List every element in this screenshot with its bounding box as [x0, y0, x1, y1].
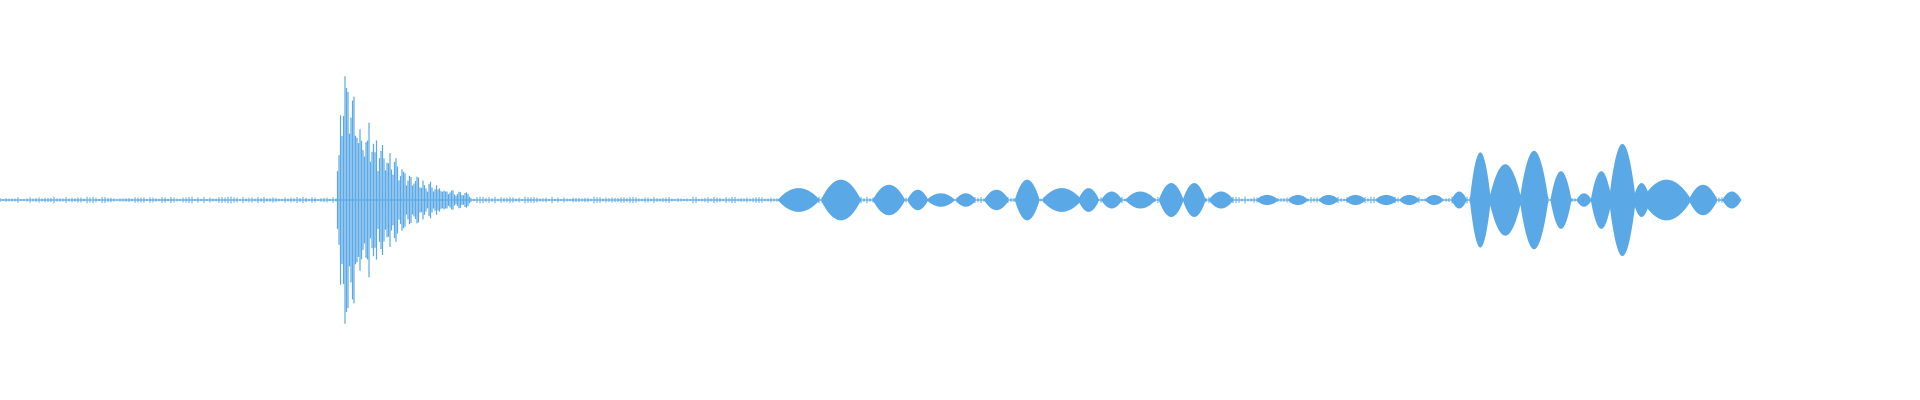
waveform-blob [1318, 194, 1340, 206]
waveform-blob [984, 189, 1009, 211]
waveform-blob [1158, 183, 1184, 217]
waveform-blob [1590, 171, 1612, 229]
waveform-blob [1550, 171, 1572, 229]
waveform-blob [1101, 191, 1123, 209]
waveform-blob [777, 188, 820, 212]
waveform-blob [1344, 194, 1367, 206]
waveform-blob [1398, 194, 1420, 206]
waveform-blob [1576, 193, 1592, 207]
waveform-blob [1255, 194, 1279, 206]
waveform-blob [872, 184, 906, 216]
waveform-blob [1208, 191, 1234, 209]
waveform-blob [1641, 179, 1692, 221]
waveform-blob [1374, 194, 1398, 206]
waveform-blob [1182, 183, 1206, 217]
waveform-blob [1125, 191, 1156, 209]
waveform-blob [955, 193, 977, 207]
waveform-blob [907, 189, 929, 211]
waveform-blob [820, 179, 862, 221]
waveform-blob [1488, 164, 1522, 236]
waveform-blob [1519, 150, 1549, 250]
waveform-blob [1014, 179, 1040, 221]
waveform-blob [1722, 191, 1742, 209]
waveform-blob [1041, 188, 1082, 212]
waveform-blob [1688, 184, 1718, 216]
waveform-blob [1078, 188, 1100, 212]
waveform-shapes [0, 76, 1742, 324]
waveform-blob [1424, 194, 1444, 206]
waveform-blob [1469, 152, 1491, 248]
waveform-blob [1451, 191, 1467, 209]
waveform-blob [926, 193, 956, 207]
waveform-blob [1287, 194, 1309, 206]
waveform-blob [1608, 143, 1636, 257]
